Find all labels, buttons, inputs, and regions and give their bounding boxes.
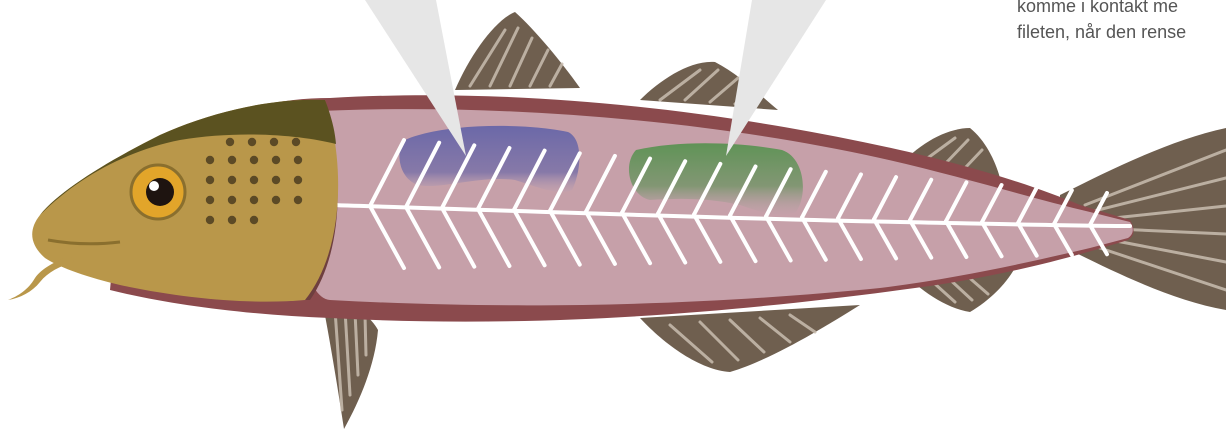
head-spot	[206, 176, 214, 184]
head-spot	[250, 196, 258, 204]
head-spot	[206, 216, 214, 224]
head-spot	[272, 176, 280, 184]
head-spot	[270, 138, 278, 146]
caption-line-2: fileten, når den rense	[1017, 19, 1226, 45]
caption-line-1: komme i kontakt me	[1017, 0, 1226, 19]
fish-head	[32, 100, 338, 302]
head-spot	[228, 156, 236, 164]
head-spot	[272, 196, 280, 204]
head-spot	[228, 176, 236, 184]
head-spot	[228, 196, 236, 204]
head-spot	[226, 138, 234, 146]
head-spot	[250, 176, 258, 184]
barbel	[8, 255, 74, 300]
head-spot	[272, 156, 280, 164]
head-spot	[250, 216, 258, 224]
fish-eye	[131, 165, 185, 219]
head-spot	[250, 156, 258, 164]
head-spot	[206, 156, 214, 164]
caption-text: komme i kontakt me fileten, når den rens…	[1017, 0, 1226, 45]
head-spot	[292, 138, 300, 146]
head-spot	[206, 196, 214, 204]
head-spot	[294, 156, 302, 164]
head-spot	[294, 176, 302, 184]
head-spot	[248, 138, 256, 146]
head-spot	[228, 216, 236, 224]
head-spot	[294, 196, 302, 204]
